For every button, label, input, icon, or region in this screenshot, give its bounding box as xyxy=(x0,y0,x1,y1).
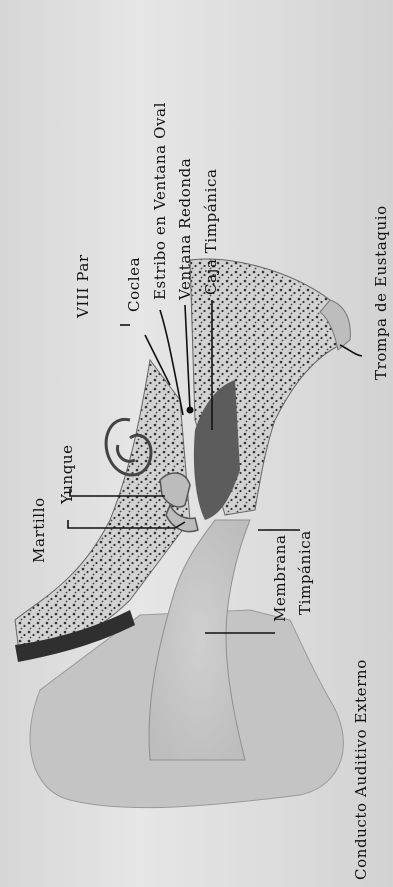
label-trompa-de-eustaquio: Trompa de Eustaquio xyxy=(372,205,390,380)
label-viii-par: VIII Par xyxy=(74,254,92,318)
label-membrana-timpanica-line1: Membrana xyxy=(271,534,289,622)
label-martillo: Martillo xyxy=(30,497,48,563)
label-conducto-auditivo-externo: Conducto Auditivo Externo xyxy=(352,659,370,880)
label-estribo-ventana-oval: Estribo en Ventana Oval xyxy=(151,102,169,300)
label-ventana-redonda: Ventana Redonda xyxy=(176,158,194,300)
label-membrana-timpanica-line2: Timpánica xyxy=(296,530,314,615)
label-caja-timpanica: Caja Timpánica xyxy=(202,168,220,295)
label-yunque: Yunque xyxy=(58,444,76,504)
label-coclea: Coclea xyxy=(125,257,143,312)
